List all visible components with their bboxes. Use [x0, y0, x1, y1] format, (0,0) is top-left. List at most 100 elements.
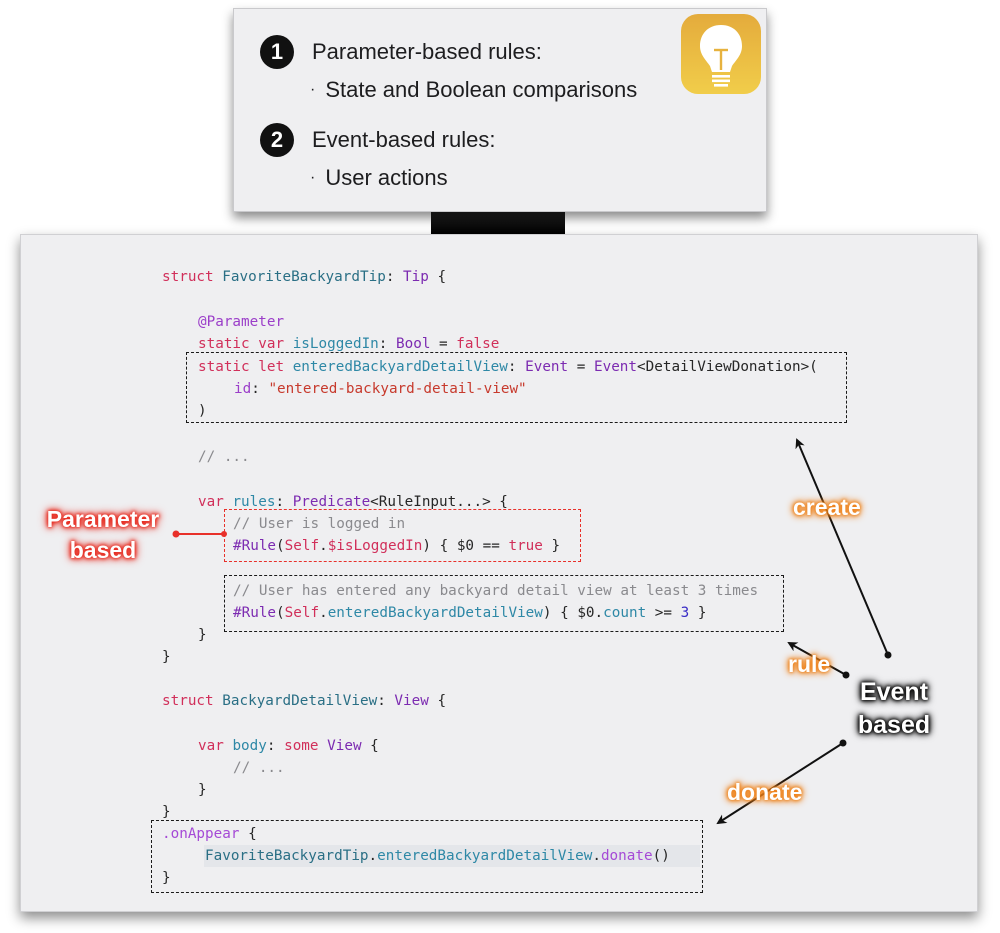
- code-line: // ...: [198, 446, 250, 468]
- code-token: id: [234, 381, 252, 397]
- code-token: var: [198, 494, 224, 510]
- rule-2-bullet-text: User actions: [325, 165, 448, 190]
- code-token: @Parameter: [198, 314, 285, 330]
- code-line: struct FavoriteBackyardTip: Tip {: [162, 266, 446, 288]
- code-token: :: [251, 381, 269, 397]
- code-token: Self: [284, 538, 320, 554]
- code-token: #Rule: [233, 538, 277, 554]
- code-comment: // ...: [233, 760, 285, 776]
- label-line: Event: [859, 678, 929, 706]
- code-line: // User has entered any backyard detail …: [233, 580, 758, 602]
- code-token: }: [689, 605, 707, 621]
- code-token: :: [275, 494, 293, 510]
- code-token: .: [592, 848, 601, 864]
- code-token: rules: [232, 494, 276, 510]
- code-token: [319, 738, 328, 754]
- code-token: #Rule: [233, 605, 277, 621]
- code-token: ) { $0.: [542, 605, 604, 621]
- code-token: {: [361, 738, 379, 754]
- code-token: }: [162, 649, 171, 665]
- code-token: false: [456, 336, 500, 352]
- donate-label: donate: [727, 779, 803, 805]
- rule-label: rule: [788, 651, 831, 677]
- code-token: FavoriteBackyardTip: [205, 848, 369, 864]
- code-token: {: [428, 269, 447, 285]
- code-token: static: [198, 336, 250, 352]
- code-token: struct: [162, 269, 214, 285]
- rule-1-title: Parameter-based rules:: [312, 39, 542, 64]
- code-line: static var isLoggedIn: Bool = false: [198, 333, 499, 355]
- code-line: static let enteredBackyardDetailView: Ev…: [198, 356, 818, 378]
- code-line: FavoriteBackyardTip.enteredBackyardDetai…: [205, 845, 670, 867]
- code-token: :: [377, 693, 395, 709]
- rule-2-header: 2 Event-based rules:: [260, 123, 495, 157]
- code-line: }: [198, 624, 207, 646]
- code-token: enteredBackyardDetailView: [292, 359, 508, 375]
- code-token: 3: [680, 605, 690, 621]
- label-line: based: [69, 537, 137, 563]
- code-token: {: [428, 693, 447, 709]
- code-token: >=: [646, 605, 681, 621]
- code-line: // ...: [233, 757, 285, 779]
- rule-2-title: Event-based rules:: [312, 127, 496, 152]
- code-comment: // ...: [198, 449, 250, 465]
- code-token: Bool: [396, 336, 431, 352]
- parameter-based-label: Parameter based: [38, 504, 168, 566]
- code-token: View: [394, 693, 429, 709]
- code-token: donate: [600, 848, 653, 864]
- code-line: @Parameter: [198, 311, 284, 333]
- code-token: }: [542, 538, 561, 554]
- event-based-label: Event based: [852, 676, 936, 742]
- code-token: :: [378, 336, 396, 352]
- code-token: .: [319, 538, 328, 554]
- number-badge-2: 2: [260, 123, 294, 157]
- code-token: BackyardDetailView: [222, 693, 378, 709]
- code-token: some: [284, 738, 319, 754]
- create-label: create: [793, 494, 861, 520]
- code-token: enteredBackyardDetailView: [377, 848, 593, 864]
- rules-summary-slide: 1 Parameter-based rules: ·State and Bool…: [233, 8, 767, 212]
- code-line: ): [198, 400, 207, 422]
- lightbulb-icon: [700, 25, 742, 87]
- code-token: isLoggedIn: [292, 336, 379, 352]
- number-badge-1: 1: [260, 35, 294, 69]
- code-token: let: [258, 359, 285, 375]
- code-token: [214, 693, 223, 709]
- donate-box: [151, 820, 703, 893]
- code-token: <DetailViewDonation>(: [637, 359, 818, 375]
- code-token: :: [507, 359, 526, 375]
- event-rule-box: [224, 575, 784, 632]
- code-token: Self: [284, 605, 320, 621]
- code-token: ): [198, 403, 207, 419]
- code-token: ) { $0 ==: [422, 538, 509, 554]
- code-line: var body: some View {: [198, 735, 379, 757]
- code-token: .onAppear: [162, 826, 240, 842]
- code-token: :: [385, 269, 404, 285]
- event-definition-box: [186, 352, 847, 423]
- code-token: "entered-backyard-detail-view": [268, 381, 527, 397]
- code-token: count: [603, 605, 647, 621]
- code-token: (: [276, 538, 285, 554]
- code-line: }: [162, 801, 171, 823]
- code-token: <RuleInput...> {: [370, 494, 508, 510]
- code-line: struct BackyardDetailView: View {: [162, 690, 446, 712]
- code-token: struct: [162, 693, 214, 709]
- code-token: .: [368, 848, 378, 864]
- code-token: [250, 336, 259, 352]
- rule-1-bullet: ·State and Boolean comparisons: [310, 77, 637, 103]
- code-token: Predicate: [292, 494, 371, 510]
- code-line: }: [162, 867, 171, 889]
- parameter-rule-box: [224, 509, 581, 562]
- code-token: (): [652, 848, 670, 864]
- code-token: =: [568, 359, 594, 375]
- code-token: Tip: [403, 269, 429, 285]
- code-token: }: [162, 870, 171, 886]
- code-token: var: [258, 336, 285, 352]
- rule-1-bullet-text: State and Boolean comparisons: [325, 77, 638, 102]
- code-panel: struct FavoriteBackyardTip: Tip { @Param…: [20, 234, 978, 912]
- code-token: Event: [525, 359, 569, 375]
- code-token: View: [327, 738, 362, 754]
- code-comment: // User has entered any backyard detail …: [233, 583, 759, 599]
- code-line: }: [162, 646, 171, 668]
- tips-app-icon: [681, 14, 761, 94]
